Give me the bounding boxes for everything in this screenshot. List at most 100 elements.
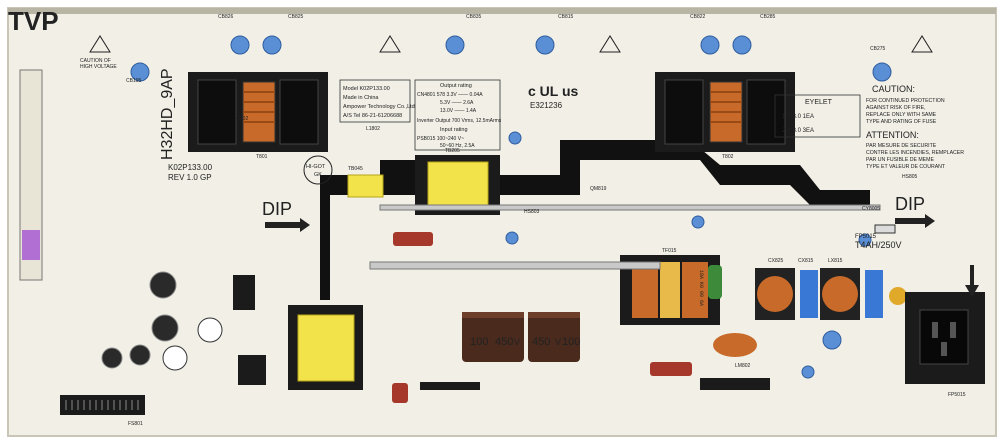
svg-text:CONTRE LES INCENDIES, REMPLACE: CONTRE LES INCENDIES, REMPLACER <box>866 150 964 156</box>
caution-title: CAUTION: <box>872 84 915 94</box>
svg-text:T801: T801 <box>256 154 268 160</box>
eyelet-box <box>774 94 861 138</box>
svg-text:FP5015: FP5015 <box>855 234 877 240</box>
svg-text:V: V <box>514 337 520 347</box>
svg-text:PAR UN FUSIBLE DE MEME: PAR UN FUSIBLE DE MEME <box>866 157 934 163</box>
svg-text:LM802: LM802 <box>735 363 751 369</box>
svg-text:CB285: CB285 <box>760 14 776 20</box>
green-cap <box>708 265 722 299</box>
svg-text:REPLACE ONLY WITH SAME: REPLACE ONLY WITH SAME <box>866 112 937 118</box>
cap-left-value: 100 <box>470 336 488 348</box>
sticker-mark <box>22 230 40 260</box>
svg-text:Q902: Q902 <box>236 116 248 122</box>
svg-text:T802: T802 <box>722 154 734 160</box>
film-capacitor-2 <box>650 362 692 376</box>
svg-text:CB825: CB825 <box>288 14 304 20</box>
standby-transformer <box>288 305 363 390</box>
svg-text:5.3V —— 2.6A: 5.3V —— 2.6A <box>440 100 474 106</box>
svg-text:FOR CONTINUED PROTECTION: FOR CONTINUED PROTECTION <box>866 98 945 104</box>
svg-text:L1802: L1802 <box>366 126 380 132</box>
ref-designators: CB826 CB825 CB835 CB815 CB822 CB285 CB27… <box>126 14 966 427</box>
ic-chip-2 <box>238 355 266 385</box>
ic-chip-4 <box>700 378 770 390</box>
warning-text: CAUTION OF <box>80 58 111 64</box>
hv-capacitors <box>130 35 892 379</box>
brand-logo: TVP <box>8 6 59 36</box>
svg-text:Inverter Output 700 Vrms, 12.: Inverter Output 700 Vrms, 12.5mArms <box>417 118 502 124</box>
svg-text:QM819: QM819 <box>590 186 607 192</box>
hv-warning-labels <box>89 35 933 53</box>
svg-text:CN4801 578 3.3V —— 0.04A: CN4801 578 3.3V —— 0.04A <box>417 92 483 98</box>
film-capacitor <box>393 232 433 246</box>
dip-right-label: DIP <box>895 194 925 214</box>
made-in-box <box>339 79 411 123</box>
svg-text:CB835: CB835 <box>466 14 482 20</box>
pcb-board <box>7 7 997 437</box>
heatsink-bar <box>369 261 661 270</box>
red-cap <box>392 383 408 403</box>
small-capacitors <box>101 271 223 371</box>
svg-text:GK: GK <box>314 172 322 178</box>
inverter-transformer-right <box>655 72 795 152</box>
svg-text:CY8005: CY8005 <box>862 206 880 212</box>
svg-text:Model K02P133.00: Model K02P133.00 <box>343 86 390 92</box>
svg-text:100: 100 <box>562 336 580 348</box>
fuse-rating: T4AH/250V <box>855 240 902 250</box>
svg-text:2.0*3.0 3EA: 2.0*3.0 3EA <box>782 128 814 134</box>
svg-text:FP5015: FP5015 <box>948 392 966 398</box>
dip-right-arrow <box>895 214 935 228</box>
board-model: H32HD_9AP <box>159 68 176 160</box>
svg-text:Made in China: Made in China <box>343 95 379 101</box>
output-rating-table <box>414 79 501 151</box>
transformer-label: 18A K0 00 6A <box>698 270 704 306</box>
svg-text:CX825: CX825 <box>768 258 784 264</box>
svg-text:CB822: CB822 <box>690 14 706 20</box>
bulk-capacitor-left <box>462 312 524 362</box>
svg-text:AGAINST RISK OF FIRE,: AGAINST RISK OF FIRE, <box>866 105 926 111</box>
svg-text:A/S Tel 86-21-61206688: A/S Tel 86-21-61206688 <box>343 113 402 119</box>
svg-text:HS805: HS805 <box>902 174 918 180</box>
ic-chip <box>233 275 255 310</box>
svg-text:LX815: LX815 <box>828 258 843 264</box>
svg-text:TF015: TF015 <box>662 248 677 254</box>
svg-text:PSB015 100~240 V~: PSB015 100~240 V~ <box>417 136 464 142</box>
dip-left-arrow <box>265 218 310 232</box>
svg-text:TB045: TB045 <box>348 166 363 172</box>
svg-text:CB195: CB195 <box>126 78 142 84</box>
svg-text:CB826: CB826 <box>218 14 234 20</box>
inverter-transformer-left <box>188 72 328 152</box>
cap-right-value: 450 <box>532 336 550 348</box>
pcb-edge-top <box>8 8 996 14</box>
line-filter-chokes <box>713 268 907 357</box>
ic-chip-3 <box>420 382 480 390</box>
svg-text:TB205: TB205 <box>445 148 460 154</box>
svg-text:Output rating: Output rating <box>440 83 472 89</box>
svg-text:FS801: FS801 <box>128 421 143 427</box>
bulk-capacitor-right <box>528 312 580 362</box>
svg-text:HI-GOT: HI-GOT <box>306 164 326 170</box>
heatsink-bar-2 <box>379 204 881 211</box>
svg-text:HIGH VOLTAGE: HIGH VOLTAGE <box>80 64 117 70</box>
attention-title: ATTENTION: <box>866 130 919 140</box>
svg-text:50~60 Hz, 2.5A: 50~60 Hz, 2.5A <box>440 143 475 149</box>
svg-text:CX815: CX815 <box>798 258 814 264</box>
svg-text:EYELET: EYELET <box>805 99 833 106</box>
svg-text:TYPE AND RATING OF FUSE: TYPE AND RATING OF FUSE <box>866 119 937 125</box>
fuse <box>874 224 896 234</box>
svg-text:TYPE ET VALEUR DE COURANT: TYPE ET VALEUR DE COURANT <box>866 164 946 170</box>
svg-text:13.0V —— 1.4A: 13.0V —— 1.4A <box>440 108 477 114</box>
svg-text:HS803: HS803 <box>524 209 540 215</box>
inlet-arrow <box>965 265 979 297</box>
svg-text:CB275: CB275 <box>870 46 886 52</box>
serial-sticker <box>19 69 43 281</box>
dip-left-label: DIP <box>262 199 292 219</box>
svg-text:Input rating: Input rating <box>440 127 468 133</box>
ul-number: E321236 <box>530 101 563 110</box>
svg-text:CB815: CB815 <box>558 14 574 20</box>
part-number: K02P133.00 <box>168 163 213 172</box>
small-yellow-choke <box>347 174 384 198</box>
main-transformer <box>620 255 720 325</box>
ac-inlet <box>905 292 985 384</box>
